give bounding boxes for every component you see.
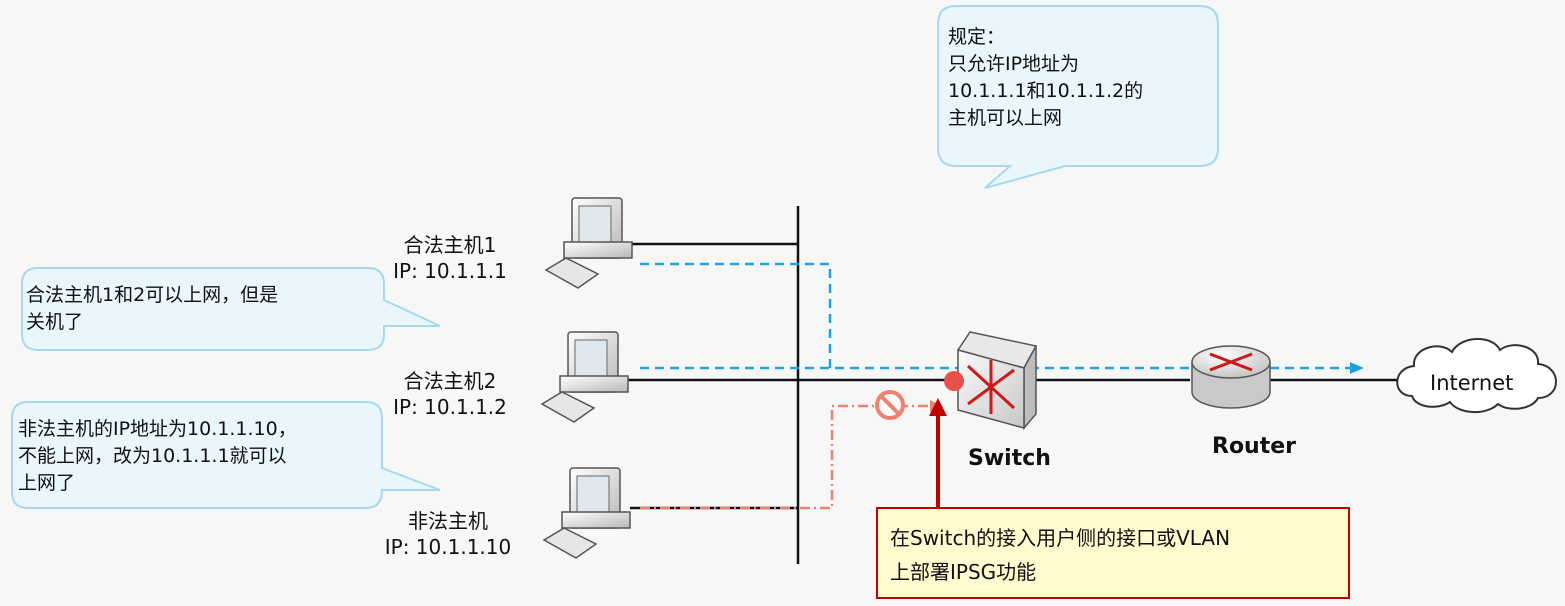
allowed-traffic-arrowhead <box>1350 362 1364 374</box>
switch-icon <box>944 331 1038 431</box>
router-icon <box>1191 345 1271 409</box>
illegal-line: 非法主机的IP地址为10.1.1.10， <box>18 418 297 440</box>
rule-line: 主机可以上网 <box>948 107 1063 129</box>
host-ip: IP: 10.1.1.10 <box>384 535 512 559</box>
pc-icon <box>544 197 633 289</box>
pc-icon <box>542 467 631 559</box>
note-line: 在Switch的接入用户侧的接口或VLAN <box>890 526 1231 550</box>
rule-callout-bubble <box>937 5 1219 189</box>
rule-line: 10.1.1.1和10.1.1.2的 <box>948 80 1144 102</box>
host-ip: IP: 10.1.1.1 <box>393 259 507 283</box>
internet-cloud-icon <box>1396 337 1557 413</box>
ipsg-note: 在Switch的接入用户侧的接口或VLAN 上部署IPSG功能 <box>876 507 1350 599</box>
allowed-traffic-path-host1 <box>640 262 832 368</box>
host-ip: IP: 10.1.1.2 <box>393 395 507 419</box>
rule-line: 规定： <box>948 26 1006 48</box>
legal-line: 关机了 <box>26 311 84 333</box>
prohibited-icon <box>875 390 905 420</box>
rule-line: 只允许IP地址为 <box>948 53 1080 75</box>
ipsg-pointer-arrowhead <box>929 398 947 416</box>
note-line: 上部署IPSG功能 <box>890 560 1037 584</box>
host3-label: 非法主机 IP: 10.1.1.10 <box>368 508 528 560</box>
illegal-callout: 非法主机的IP地址为10.1.1.10， 不能上网，改为10.1.1.1就可以 … <box>18 416 297 497</box>
pc-icon <box>540 331 629 423</box>
host1-label: 合法主机1 IP: 10.1.1.1 <box>380 232 520 284</box>
legal-line: 合法主机1和2可以上网，但是 <box>26 284 279 306</box>
illegal-line: 上网了 <box>18 472 76 494</box>
switch-label: Switch <box>968 446 1051 471</box>
router-label: Router <box>1212 434 1297 459</box>
host2-label: 合法主机2 IP: 10.1.1.2 <box>380 368 520 420</box>
legal-callout-bubble <box>21 267 441 351</box>
host-name: 非法主机 <box>408 509 488 533</box>
host-name: 合法主机1 <box>403 233 497 257</box>
legal-callout: 合法主机1和2可以上网，但是 关机了 <box>26 282 278 336</box>
illegal-line: 不能上网，改为10.1.1.1就可以 <box>18 445 287 467</box>
host-name: 合法主机2 <box>403 369 497 393</box>
illegal-callout-bubble <box>11 401 441 509</box>
blocked-traffic-path <box>640 404 930 510</box>
internet-label: Internet <box>1430 371 1514 395</box>
rule-callout: 规定： 只允许IP地址为 10.1.1.1和10.1.1.2的 主机可以上网 <box>948 24 1143 132</box>
